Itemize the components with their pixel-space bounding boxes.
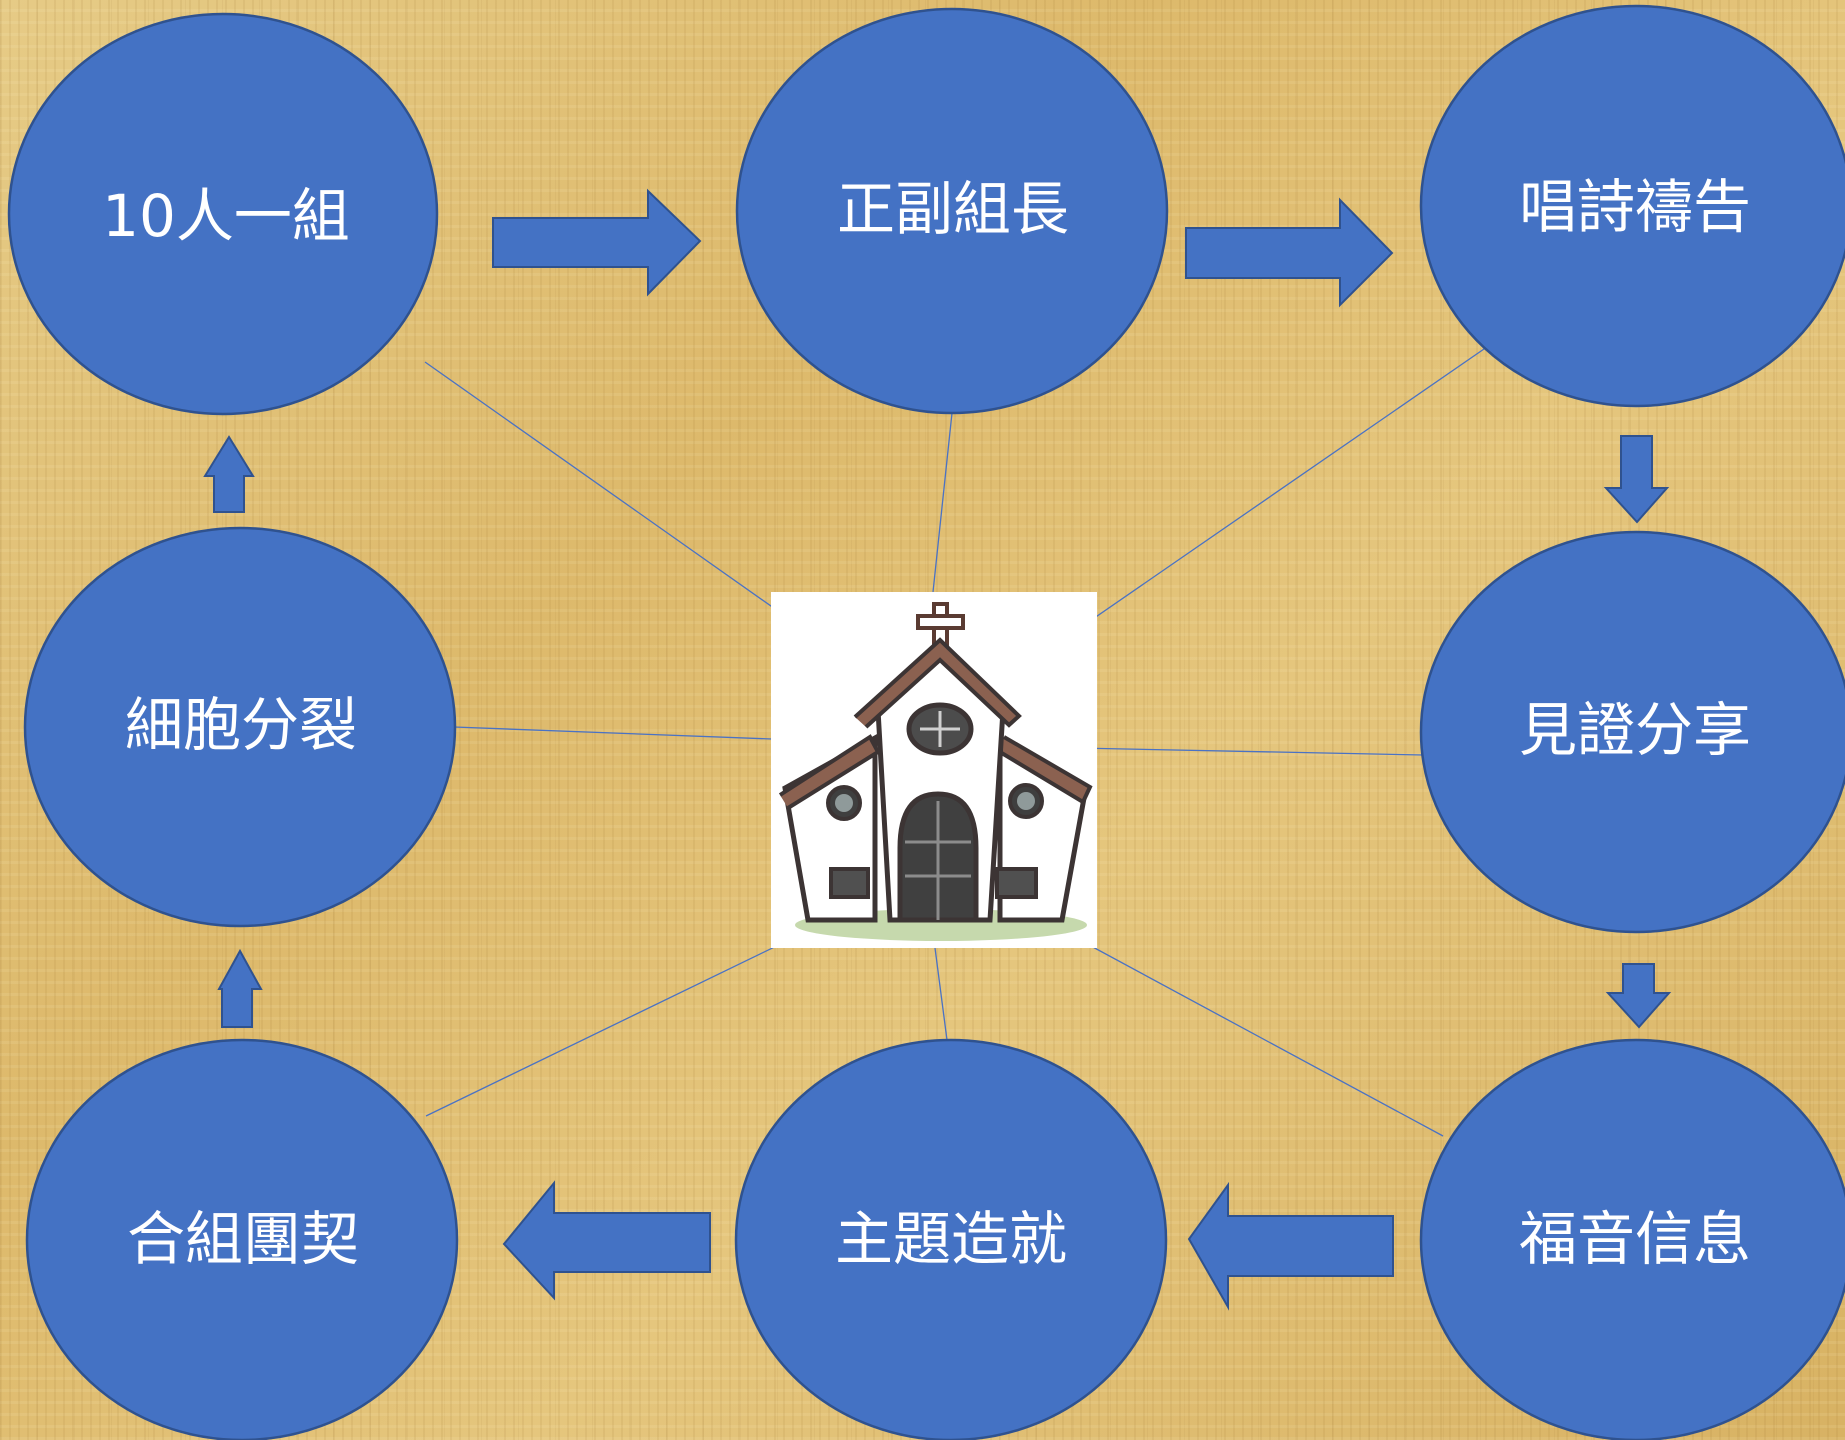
node-leaders: 正副組長 xyxy=(735,7,1169,415)
node-gospel: 福音信息 xyxy=(1419,1038,1845,1440)
node-label: 10人一組 xyxy=(102,182,350,250)
node-topic: 主題造就 xyxy=(734,1038,1168,1440)
spoke-leaders xyxy=(932,412,953,593)
node-testimony: 見證分享 xyxy=(1419,530,1845,934)
node-label: 合組團契 xyxy=(127,1205,359,1273)
node-label: 福音信息 xyxy=(1519,1205,1751,1273)
arrow-right-icon xyxy=(1185,197,1394,308)
arrow-left-icon xyxy=(502,1180,711,1301)
node-group-of-ten: 10人一組 xyxy=(7,12,439,416)
spoke-gospel xyxy=(1051,924,1444,1137)
node-singing-prayer: 唱詩禱告 xyxy=(1419,4,1845,408)
arrow-down-icon xyxy=(1605,963,1672,1029)
node-cell-division: 細胞分裂 xyxy=(23,526,457,928)
arrow-up-icon xyxy=(203,435,255,513)
arrow-right-icon xyxy=(492,188,702,297)
node-label: 正副組長 xyxy=(837,175,1069,243)
spoke-topic xyxy=(934,947,948,1041)
node-fellowship: 合組團契 xyxy=(25,1038,459,1440)
spoke-fellowship xyxy=(425,921,827,1117)
node-label: 細胞分裂 xyxy=(125,691,357,759)
arrow-down-icon xyxy=(1603,435,1670,524)
node-label: 唱詩禱告 xyxy=(1519,173,1751,241)
arrow-up-icon xyxy=(217,948,263,1028)
flow-arrows xyxy=(203,188,1672,1311)
node-label: 主題造就 xyxy=(835,1205,1067,1273)
arrow-left-icon xyxy=(1187,1181,1394,1311)
node-label: 見證分享 xyxy=(1519,696,1751,764)
church-icon xyxy=(771,592,1097,948)
